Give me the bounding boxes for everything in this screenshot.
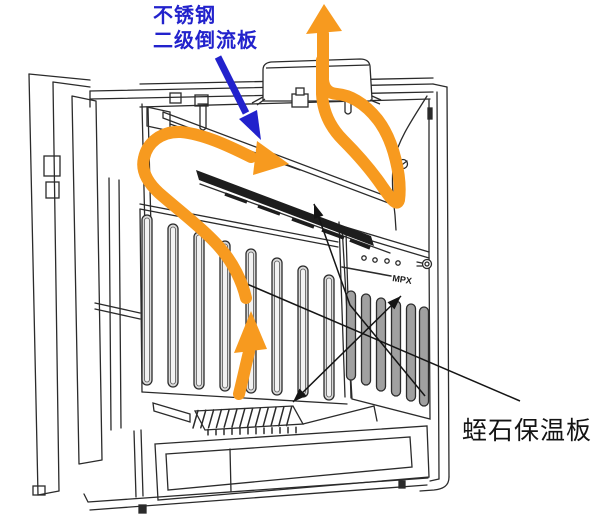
panel-brand-mark: MPX [392, 273, 413, 286]
back-panel-slots-right [345, 290, 430, 407]
left-casing [28, 73, 141, 496]
arrowhead-side-panel [387, 296, 401, 310]
smoke-flow-arrowheads [234, 4, 342, 353]
firebox-up-arrowhead [234, 311, 267, 353]
door-frame [71, 95, 122, 465]
vermiculite-baffle-hatch [196, 170, 374, 250]
plinth-base [83, 425, 430, 514]
right-casing [391, 83, 450, 492]
label-secondary-baffle-line1: 不锈钢 [153, 5, 216, 27]
arrowhead-floor [293, 388, 307, 402]
baffle-hanger-pin [197, 103, 209, 131]
firebox-floor [133, 402, 378, 498]
label-secondary-baffle: 不锈钢 二级倒流板 [153, 4, 258, 54]
damper-fitting [291, 93, 309, 108]
baffle-pointer-arrow [214, 55, 261, 140]
side-bolt [421, 258, 433, 270]
baffle-pointer-arrowhead [239, 110, 261, 140]
firebox-up-arrow-shaft [233, 346, 255, 400]
grate-bars [192, 406, 297, 436]
leader-lines [239, 203, 521, 403]
baffle-uturn-path [316, 54, 406, 209]
label-secondary-baffle-line2: 二级倒流板 [153, 30, 258, 52]
leader-to-baffle [313, 203, 426, 397]
over-baffle-arrowhead [253, 141, 289, 175]
bypass-loop-path [137, 125, 257, 304]
flue-exit-arrowhead [306, 4, 342, 34]
smoke-flow-arrows [137, 28, 406, 400]
leader-arrowheads [293, 203, 401, 402]
right-side-panel [341, 225, 433, 420]
label-vermiculite-board: 蛭石保温板 [462, 417, 593, 445]
back-panel-slots [141, 214, 335, 401]
leader-floor-to-side [292, 295, 402, 403]
arrowhead-baffle [314, 203, 324, 219]
